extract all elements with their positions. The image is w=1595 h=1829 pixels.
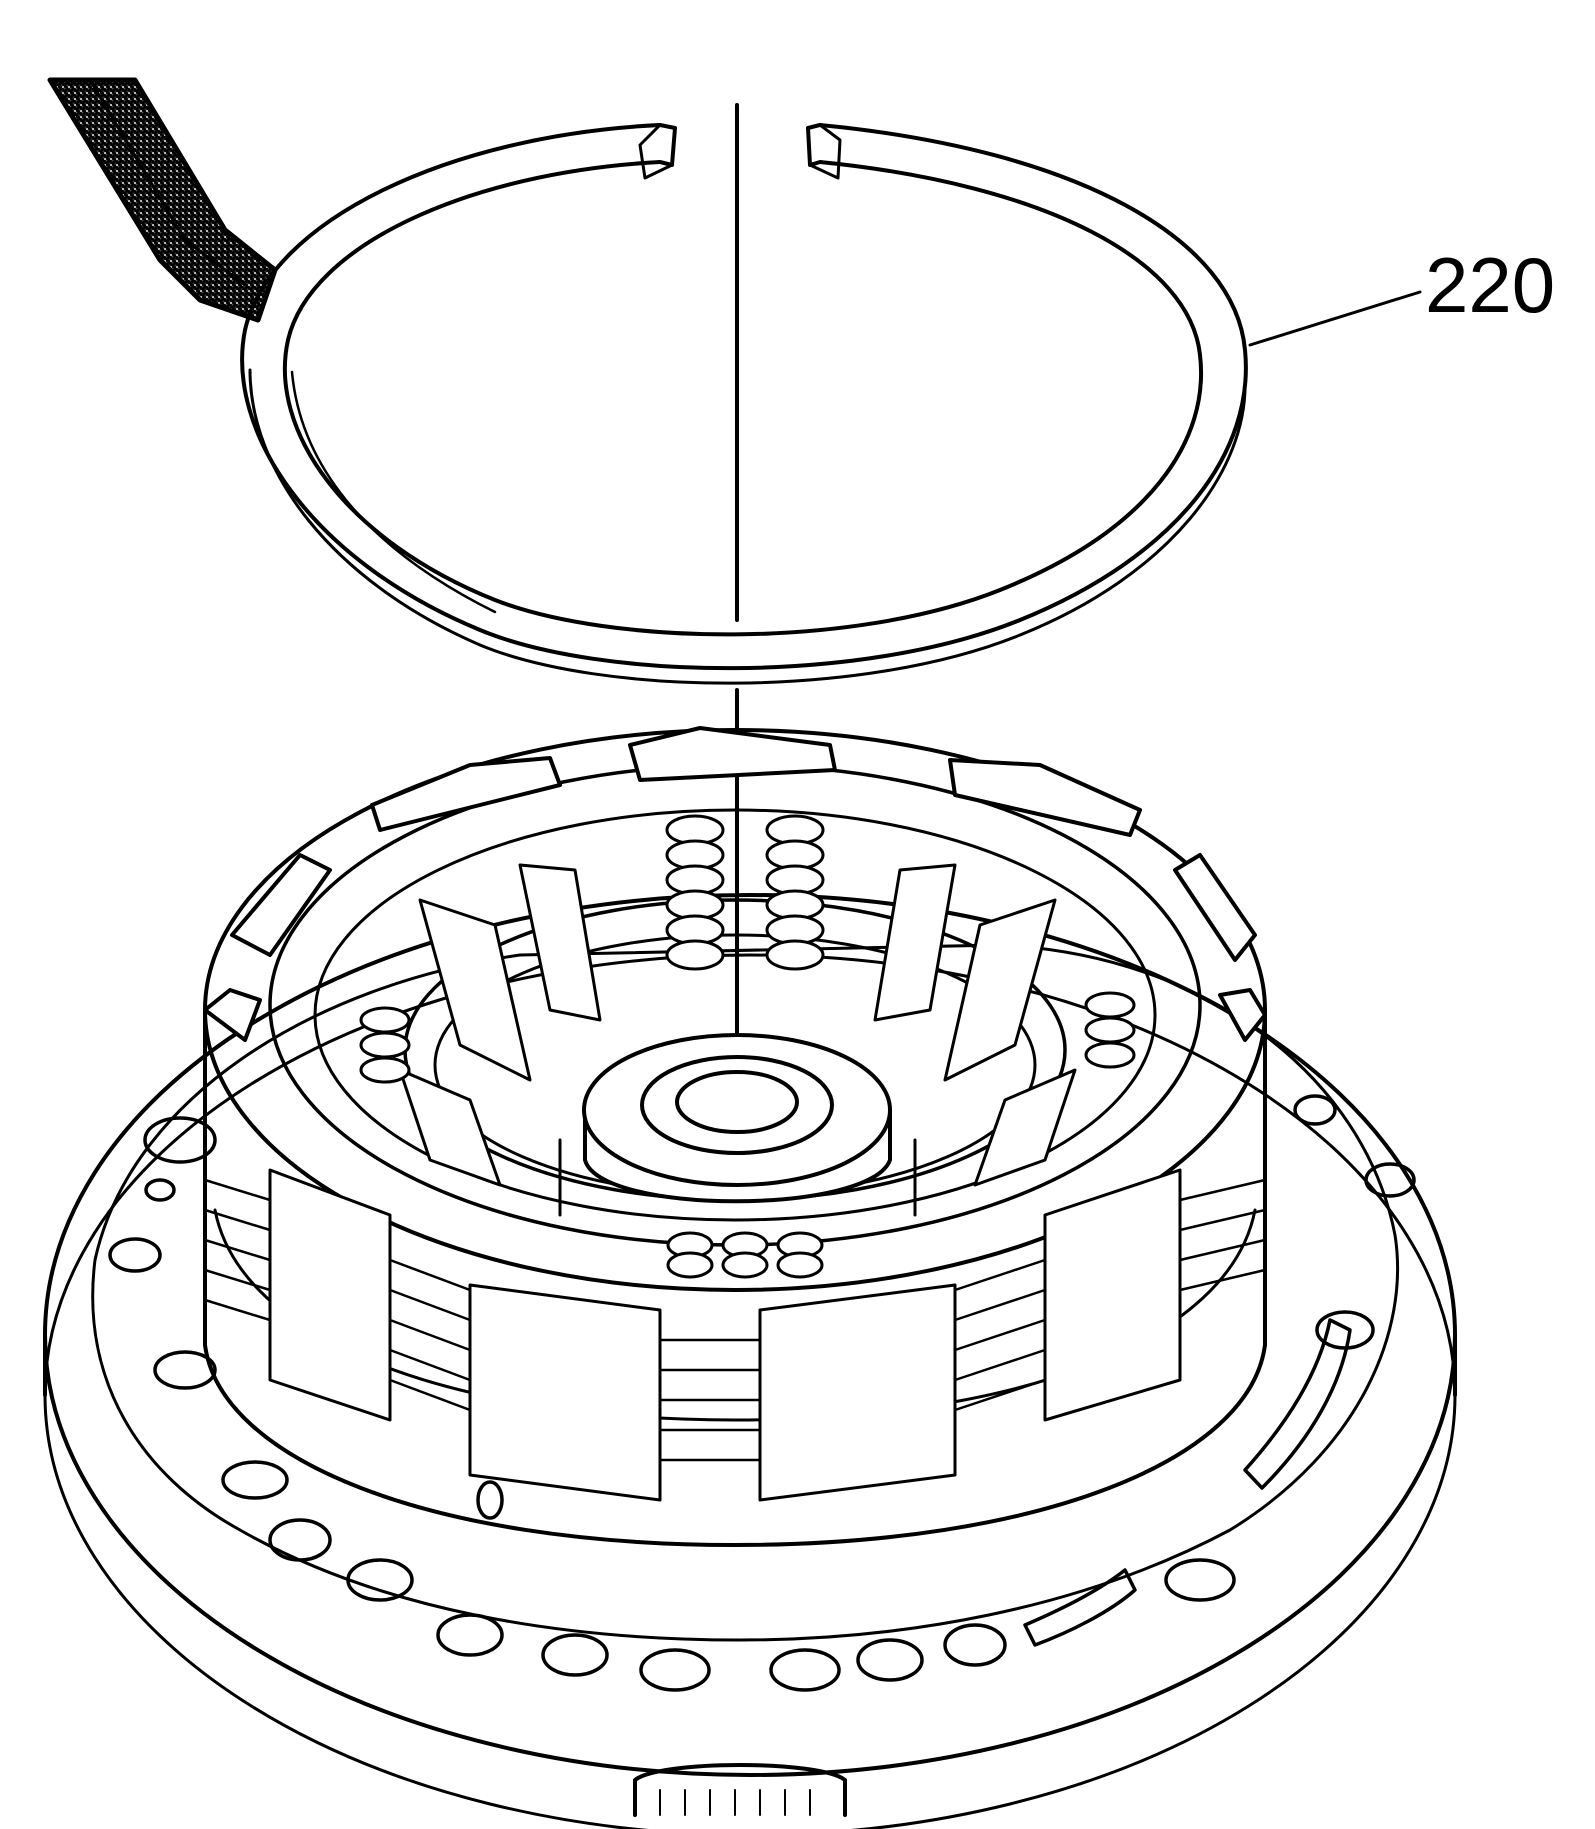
callout-220-leader: [1248, 290, 1422, 347]
pliers-jaw-icon: [47, 77, 278, 323]
callout-220-label: 220: [1425, 241, 1555, 329]
pump-body: [43, 893, 1457, 1829]
drum-lugs: [203, 726, 1267, 1042]
clutch-plate-stack: [203, 1168, 1267, 1502]
snap-ring: [240, 123, 1248, 685]
spring-stack-left: [359, 1006, 411, 1084]
spring-stack-top-right: [765, 814, 825, 971]
spring-stack-front: [666, 1231, 824, 1279]
spring-retainer: [398, 863, 1077, 1187]
spring-stack-top-left: [665, 814, 725, 971]
center-hub: [558, 1033, 917, 1217]
return-springs: [359, 814, 1136, 1279]
spring-stack-right: [1084, 991, 1136, 1069]
